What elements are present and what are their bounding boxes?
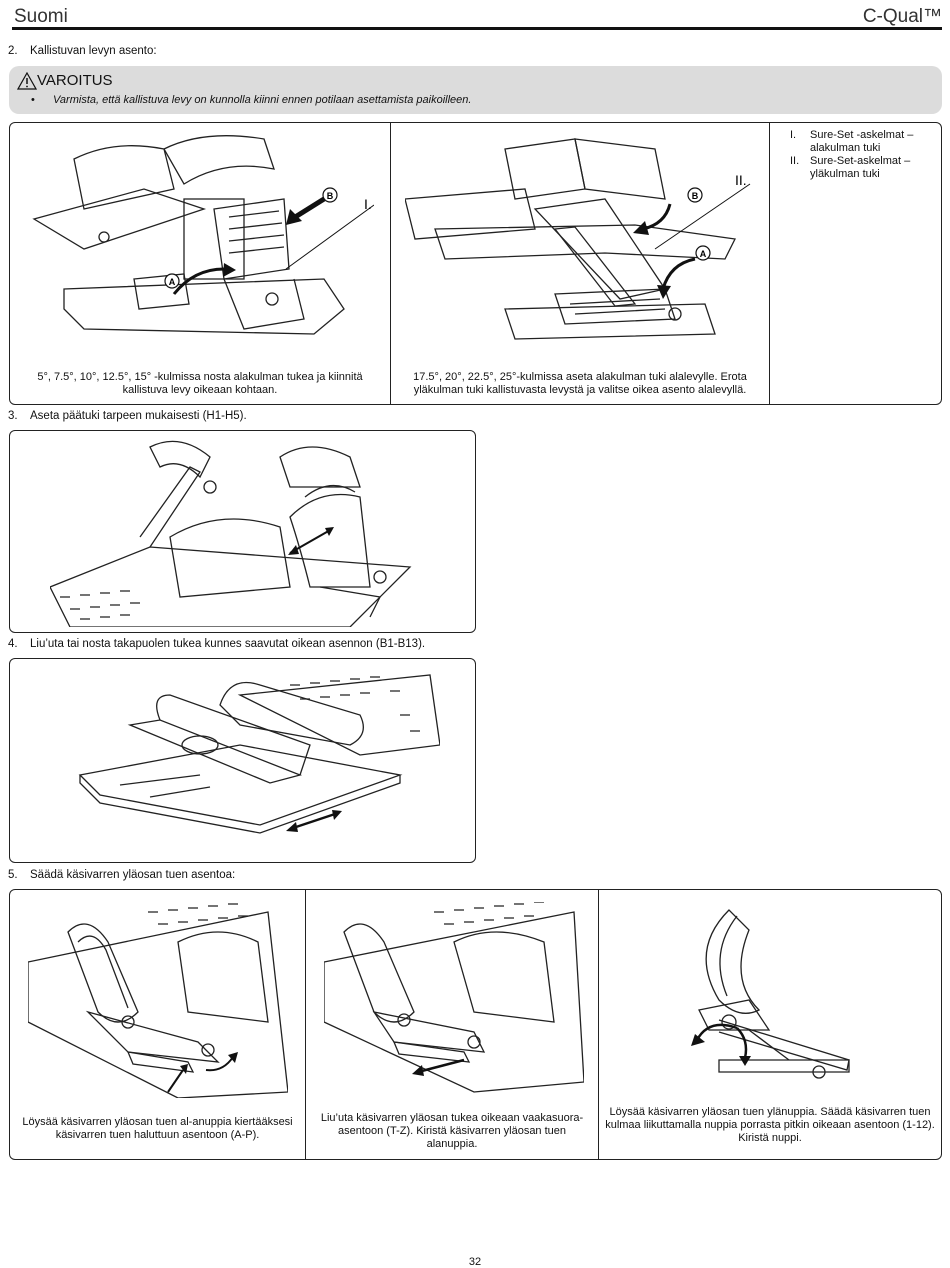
arm-support-caption-2: Liu’uta käsivarren yläosan tukea oikeaan… (320, 1112, 584, 1150)
step-text: Liu’uta tai nosta takapuolen tukea kunne… (30, 638, 426, 650)
step-2-heading: 2. Kallistuvan levyn asento: (8, 45, 157, 57)
arm-support-illustration-2 (324, 902, 584, 1098)
tilt-board-legend-cell: I. Sure-Set -askelmat – alakulman tuki II… (769, 123, 941, 404)
tilt-board-high-illustration: B A II. (405, 129, 755, 361)
back-support-panel (9, 658, 476, 863)
tilt-board-high-caption: 17.5°, 20°, 22.5°, 25°-kulmissa aseta al… (413, 371, 747, 396)
header-language: Suomi (14, 6, 68, 27)
tilt-board-panel: A B I. 5°, 7.5°, 10°, 12.5°, 15° -kulmis… (9, 122, 942, 405)
callout-a-high: A (700, 249, 707, 259)
tilt-board-low-illustration: A B I. (24, 129, 374, 361)
arm-support-cell-3: Löysää käsivarren yläosan tuen ylänuppia… (598, 890, 941, 1159)
callout-b-low: B (327, 191, 334, 201)
step-number: 3. (8, 410, 18, 422)
step-number: 2. (8, 45, 18, 57)
legend-item-text: Sure-Set -askelmat – alakulman tuki (810, 129, 914, 154)
page-header: Suomi C-Qual™ (12, 4, 942, 30)
arm-support-caption-3: Löysää käsivarren yläosan tuen ylänuppia… (605, 1106, 935, 1144)
warning-title: VAROITUS (37, 72, 113, 89)
step-number: 4. (8, 638, 18, 650)
tilt-board-low-angle-cell: A B I. 5°, 7.5°, 10°, 12.5°, 15° -kulmis… (10, 123, 390, 404)
legend-item: II. Sure-Set-askelmat – yläkulman tuki (790, 155, 930, 180)
warning-bullet-text: Varmista, että kallistuva levy on kunnol… (53, 94, 472, 106)
arm-support-panel: Löysää käsivarren yläosan tuen al-anuppi… (9, 889, 942, 1160)
step-4-heading: 4. Liu’uta tai nosta takapuolen tukea kun… (8, 638, 425, 650)
callout-a-low: A (169, 277, 176, 287)
header-brand: C-Qual™ (862, 6, 942, 27)
step-3-heading: 3. Aseta päätuki tarpeen mukaisesti (H1-H… (8, 410, 247, 422)
arm-support-cell-1: Löysää käsivarren yläosan tuen al-anuppi… (10, 890, 305, 1159)
tilt-board-legend: I. Sure-Set -askelmat – alakulman tuki II… (790, 129, 930, 181)
step-text: Aseta päätuki tarpeen mukaisesti (H1-H5)… (30, 410, 247, 422)
arm-support-illustration-3 (679, 900, 879, 1090)
step-number: 5. (8, 869, 18, 881)
warning-bullet: Varmista, että kallistuva levy on kunnol… (31, 94, 471, 106)
head-rest-panel (9, 430, 476, 633)
back-support-illustration (60, 665, 440, 855)
step-5-heading: 5. Säädä käsivarren yläosan tuen asentoa: (8, 869, 235, 881)
step-text: Kallistuvan levyn asento: (30, 45, 157, 57)
legend-item: I. Sure-Set -askelmat – alakulman tuki (790, 129, 930, 154)
step-text: Säädä käsivarren yläosan tuen asentoa: (30, 869, 236, 881)
roman-label-i: I. (364, 196, 372, 212)
arm-support-caption-1: Löysää käsivarren yläosan tuen al-anuppi… (22, 1116, 293, 1141)
legend-item-number: II. (790, 155, 800, 167)
callout-b-high: B (692, 191, 699, 201)
tilt-board-high-angle-cell: B A II. 17.5°, 20°, 22.5°, 25°-kulmissa … (390, 123, 769, 404)
head-rest-illustration (50, 437, 430, 627)
tilt-board-low-caption: 5°, 7.5°, 10°, 12.5°, 15° -kulmissa nost… (37, 371, 363, 396)
warning-triangle-icon (16, 71, 38, 95)
legend-item-text: Sure-Set-askelmat – yläkulman tuki (810, 155, 911, 180)
arm-support-illustration-1 (28, 902, 288, 1098)
roman-label-ii: II. (735, 172, 747, 188)
warning-box: VAROITUS Varmista, että kallistuva levy … (9, 66, 942, 114)
page-number: 32 (468, 1256, 482, 1268)
legend-item-number: I. (790, 129, 797, 141)
arm-support-cell-2: Liu’uta käsivarren yläosan tukea oikeaan… (305, 890, 598, 1159)
